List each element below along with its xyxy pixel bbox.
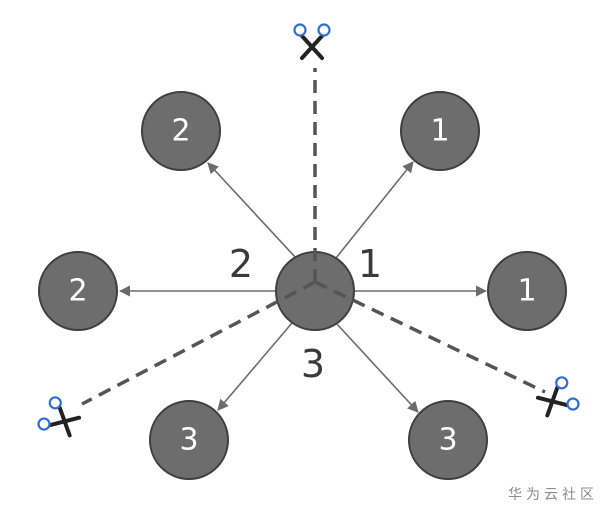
node-circle bbox=[400, 91, 480, 171]
sector-label-2: 2 bbox=[229, 242, 253, 286]
node-label: 3 bbox=[438, 423, 457, 458]
outer-nodes: 2 1 2 1 3 3 bbox=[38, 91, 567, 480]
center-node bbox=[275, 251, 355, 331]
cut-lines bbox=[81, 68, 546, 406]
cut-line-left bbox=[81, 280, 316, 406]
sector-label-3: 3 bbox=[301, 342, 325, 386]
node-top-left: 2 bbox=[141, 91, 221, 171]
node-label: 3 bbox=[179, 423, 198, 458]
arrow-to-bottom-right bbox=[335, 322, 419, 413]
scissors-icon bbox=[293, 23, 331, 60]
arrow-to-top-left bbox=[207, 162, 297, 259]
arrow-to-top-right bbox=[335, 161, 414, 259]
node-circle bbox=[149, 400, 229, 480]
node-circle bbox=[487, 251, 567, 331]
node-bottom-left: 3 bbox=[149, 400, 229, 480]
node-circle bbox=[408, 400, 488, 480]
node-mid-right: 1 bbox=[487, 251, 567, 331]
sector-label-1: 1 bbox=[358, 242, 382, 286]
arrow-to-bottom-left bbox=[217, 322, 293, 411]
watermark: 华为云社区 bbox=[508, 487, 598, 503]
node-circle bbox=[141, 91, 221, 171]
node-label: 1 bbox=[517, 274, 536, 309]
arrows bbox=[118, 161, 488, 413]
scissors-icon bbox=[37, 396, 82, 438]
node-bottom-right: 3 bbox=[408, 400, 488, 480]
cut-line-right bbox=[314, 280, 546, 394]
node-label: 1 bbox=[430, 114, 449, 149]
node-label: 2 bbox=[68, 274, 87, 309]
node-top-right: 1 bbox=[400, 91, 480, 171]
scissors-icon bbox=[535, 376, 580, 418]
node-label: 2 bbox=[171, 114, 190, 149]
node-circle bbox=[38, 251, 118, 331]
node-mid-left: 2 bbox=[38, 251, 118, 331]
